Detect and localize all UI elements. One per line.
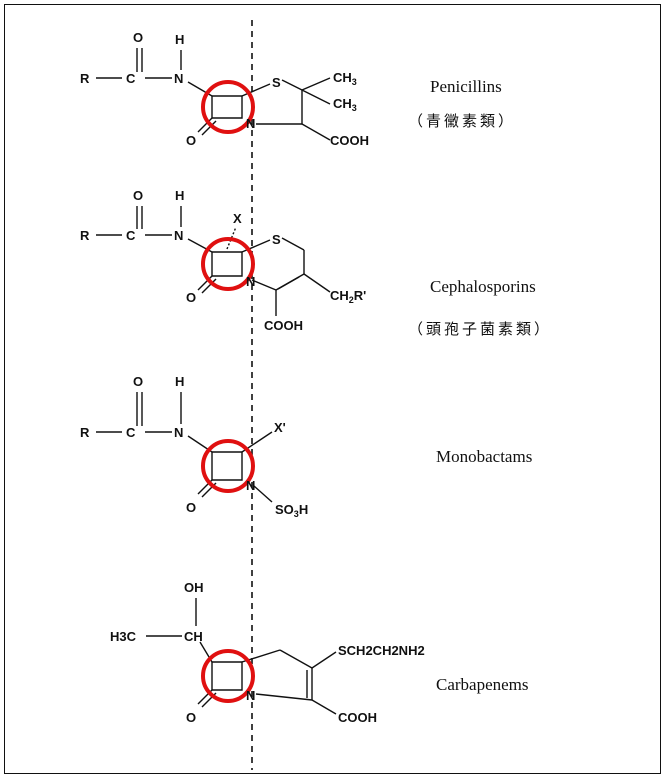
atom-r: R	[80, 228, 90, 243]
atom-h: H	[175, 32, 184, 47]
carboxyl: COOH	[330, 133, 369, 148]
carbapenem-structure: OH H3C CH O N SCH2CH2NH2 COOH	[110, 580, 425, 725]
hydroxyl: OH	[184, 580, 204, 595]
atom-o-lactam: O	[186, 133, 196, 148]
beta-lactam-ring-highlight	[201, 649, 255, 703]
class-name-penicillins: Penicillins	[430, 77, 502, 96]
atom-n-amide: N	[174, 71, 183, 86]
atom-o-lactam: O	[186, 500, 196, 515]
class-zh-penicillins: （青黴素類）	[408, 112, 516, 130]
cephalosporin-structure: R C O H N X O N S CH2R' COOH	[80, 188, 366, 333]
beta-lactam-ring-highlight	[201, 439, 255, 493]
atom-o: O	[133, 374, 143, 389]
atom-s: S	[272, 232, 281, 247]
class-name-carbapenems: Carbapenems	[436, 675, 529, 694]
atom-n-amide: N	[174, 425, 183, 440]
atom-s: S	[272, 75, 281, 90]
diagram-frame	[4, 4, 661, 774]
atom-n-ring: N	[246, 116, 255, 131]
beta-lactam-ring-highlight	[201, 237, 255, 291]
atom-h: H	[175, 374, 184, 389]
atom-r: R	[80, 71, 90, 86]
substituent-x: X	[233, 211, 242, 226]
methyl-2: CH3	[333, 96, 357, 113]
atom-n-ring: N	[246, 688, 255, 703]
class-zh-cephalosporins: （頭孢子菌素類）	[408, 320, 552, 338]
carboxyl: COOH	[264, 318, 303, 333]
atom-o-lactam: O	[186, 290, 196, 305]
beta-lactam-ring-highlight	[201, 80, 255, 134]
atom-o: O	[133, 188, 143, 203]
atom-o: O	[133, 30, 143, 45]
methyl-h3c: H3C	[110, 629, 137, 644]
class-name-monobactams: Monobactams	[436, 447, 532, 466]
substituent-x-prime: X'	[274, 420, 286, 435]
atom-h: H	[175, 188, 184, 203]
class-name-cephalosporins: Cephalosporins	[430, 277, 536, 296]
carboxyl: COOH	[338, 710, 377, 725]
atom-n-ring: N	[246, 274, 255, 289]
methyl-1: CH3	[333, 70, 357, 87]
atom-o-lactam: O	[186, 710, 196, 725]
penicillin-structure: R C O H N O N S CH3 CH3 COOH	[80, 30, 369, 148]
atom-ch: CH	[184, 629, 203, 644]
atom-r: R	[80, 425, 90, 440]
sulfonate-group: SO3H	[275, 502, 308, 519]
atom-n-ring: N	[246, 478, 255, 493]
atom-c: C	[126, 425, 136, 440]
atom-n-amide: N	[174, 228, 183, 243]
ch2r-group: CH2R'	[330, 288, 366, 305]
atom-c: C	[126, 71, 136, 86]
cysteamine-side-chain: SCH2CH2NH2	[338, 643, 425, 658]
atom-c: C	[126, 228, 136, 243]
monobactam-structure: R C O H N X' O N SO3H	[80, 374, 308, 519]
